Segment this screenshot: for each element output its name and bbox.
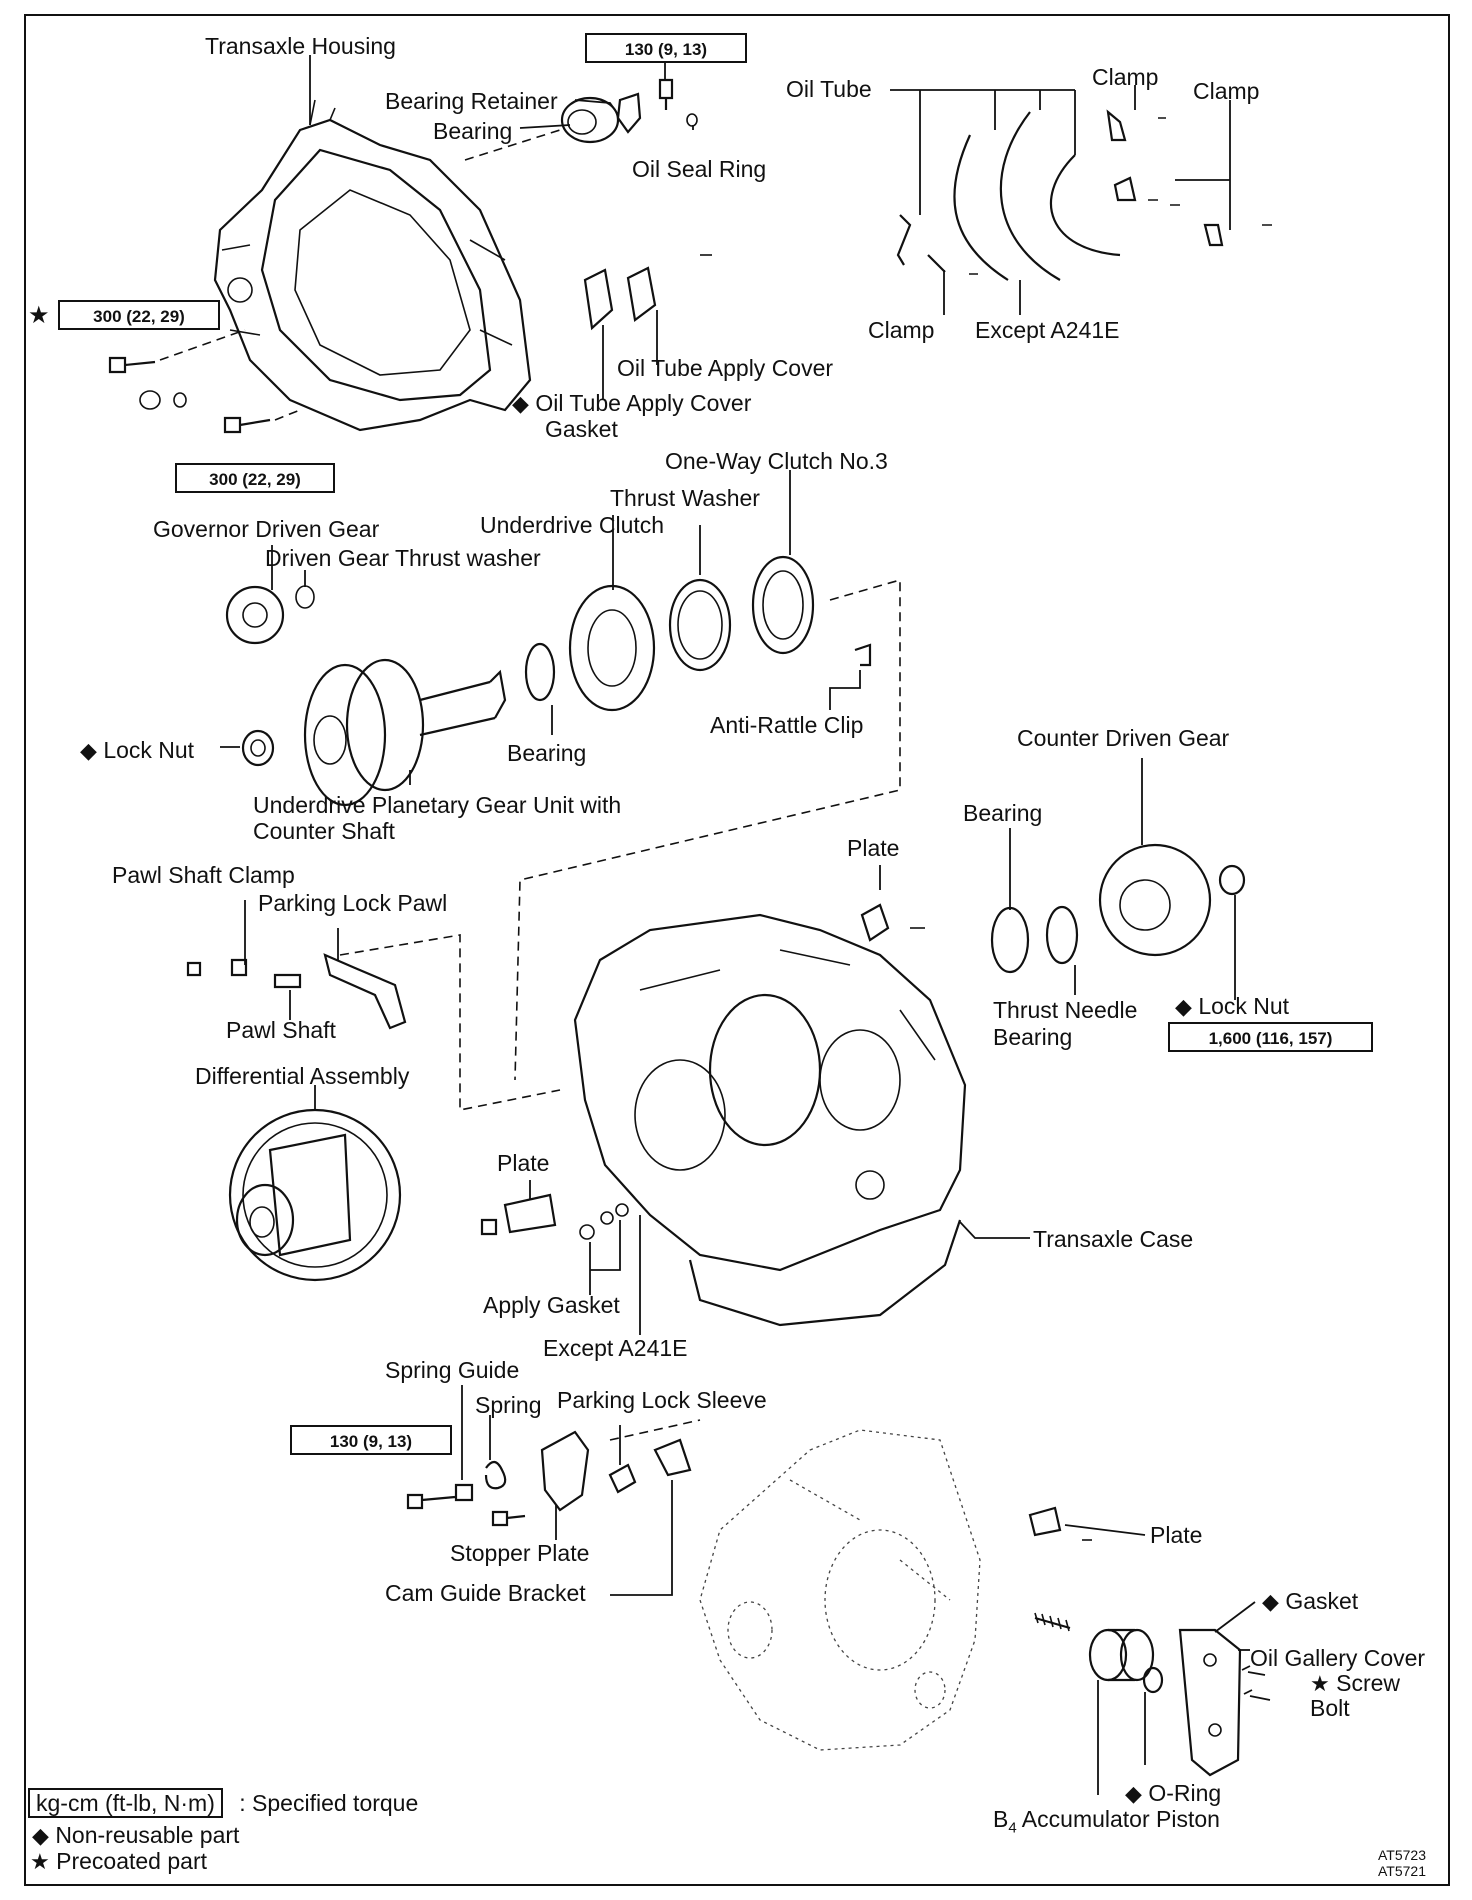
ghost-case-drawing <box>699 1429 981 1751</box>
transaxle-housing-drawing <box>213 99 532 432</box>
label-bolt: Bolt <box>1310 1695 1350 1721</box>
figure-code-2: AT5721 <box>1378 1863 1426 1879</box>
label-except-a241e-top: Except A241E <box>975 317 1120 343</box>
label-thrust-needle-line2: Bearing <box>993 1024 1073 1050</box>
label-clamp-1: Clamp <box>1092 64 1159 90</box>
label-except-a241e-mid: Except A241E <box>543 1335 688 1361</box>
b4-subscript: 4 <box>1008 1819 1017 1837</box>
torque-box-spring-guide: 130 (9, 13) <box>290 1425 452 1455</box>
apply-cover-gasket-text: Oil Tube Apply Cover <box>535 390 752 416</box>
legend-precoated-text: Precoated part <box>56 1848 207 1874</box>
legend-unit-desc: : Specified torque <box>239 1790 419 1816</box>
plate-mid-drawing <box>480 1193 629 1240</box>
label-clamp-3: Clamp <box>868 317 935 343</box>
label-one-way-clutch-no3: One-Way Clutch No.3 <box>665 448 888 474</box>
legend-torque-row: kg-cm (ft-lb, N·m) : Specified torque <box>28 1788 418 1818</box>
label-spring-guide: Spring Guide <box>385 1357 520 1383</box>
torque-box-top: 130 (9, 13) <box>585 33 747 63</box>
label-thrust-washer: Thrust Washer <box>610 485 760 511</box>
label-governor-driven-gear: Governor Driven Gear <box>153 516 380 542</box>
label-transaxle-housing: Transaxle Housing <box>205 33 396 59</box>
label-pawl-shaft-clamp: Pawl Shaft Clamp <box>112 862 295 888</box>
label-apply-cover-gasket-line1: ◆ Oil Tube Apply Cover <box>512 390 751 417</box>
figure-code-1: AT5723 <box>1378 1847 1426 1863</box>
label-apply-cover-gasket-line2: Gasket <box>545 416 618 442</box>
leader-lines <box>220 53 1271 1795</box>
label-oil-tube-apply-cover: Oil Tube Apply Cover <box>617 355 834 381</box>
label-gasket: ◆ Gasket <box>1262 1588 1358 1615</box>
diamond-icon: ◆ <box>1262 1589 1279 1614</box>
label-spring: Spring <box>475 1392 542 1418</box>
label-stopper-plate: Stopper Plate <box>450 1540 590 1566</box>
label-b4-accumulator-piston: B4 Accumulator Piston <box>993 1806 1220 1842</box>
diamond-icon: ◆ <box>1125 1781 1142 1806</box>
label-thrust-needle-line1: Thrust Needle <box>993 997 1138 1023</box>
diamond-icon: ◆ <box>512 391 529 416</box>
screw-text: Screw <box>1336 1670 1401 1696</box>
diamond-icon: ◆ <box>32 1823 49 1848</box>
label-plate-bottom: Plate <box>1150 1522 1203 1548</box>
label-screw: ★ Screw <box>1310 1670 1400 1697</box>
label-underdrive-planetary-line2: Counter Shaft <box>253 818 395 844</box>
clutch-stack-drawing <box>514 555 901 1081</box>
label-plate-mid: Plate <box>497 1150 550 1176</box>
torque-box-housing-left: 300 (22, 29) <box>58 300 220 330</box>
parking-pawl-drawing <box>186 934 561 1111</box>
star-icon: ★ <box>30 1849 50 1874</box>
lock-nut-left-text: Lock Nut <box>103 737 195 763</box>
star-icon: ★ <box>1310 1671 1330 1696</box>
b4-prefix: B <box>993 1806 1009 1832</box>
label-transaxle-case: Transaxle Case <box>1033 1226 1194 1252</box>
bearing-top-drawing <box>464 78 698 161</box>
accumulator-drawing <box>1028 1506 1242 1777</box>
legend-unit-box: kg-cm (ft-lb, N·m) <box>28 1788 223 1818</box>
diagram-frame <box>24 14 1450 1886</box>
diamond-icon: ◆ <box>80 738 97 763</box>
apply-cover-drawing <box>583 254 712 331</box>
label-clamp-2: Clamp <box>1193 78 1260 104</box>
label-parking-lock-pawl: Parking Lock Pawl <box>258 890 448 916</box>
legend-non-reusable-text: Non-reusable part <box>55 1822 240 1848</box>
diamond-icon: ◆ <box>1175 994 1192 1019</box>
label-lock-nut-left: ◆ Lock Nut <box>80 737 194 764</box>
torque-box-lock-nut: 1,600 (116, 157) <box>1168 1022 1373 1052</box>
label-bearing-right: Bearing <box>963 800 1043 826</box>
label-driven-gear-thrust-washer: Driven Gear Thrust washer <box>265 545 541 571</box>
label-bearing-mid: Bearing <box>507 740 587 766</box>
torque-box-housing-bottom: 300 (22, 29) <box>175 463 335 493</box>
label-counter-driven-gear: Counter Driven Gear <box>1017 725 1230 751</box>
legend-precoated-row: ★ Precoated part <box>30 1848 207 1875</box>
label-cam-guide-bracket: Cam Guide Bracket <box>385 1580 586 1606</box>
label-bearing-retainer: Bearing Retainer <box>385 88 558 114</box>
label-underdrive-clutch: Underdrive Clutch <box>480 512 665 538</box>
housing-bolts-drawing <box>108 329 301 434</box>
label-differential-assembly: Differential Assembly <box>195 1063 410 1089</box>
transaxle-case-drawing <box>573 913 967 1327</box>
lock-nut-right-text: Lock Nut <box>1198 993 1290 1019</box>
star-icon: ★ <box>28 302 50 329</box>
spring-guide-drawing <box>406 1419 701 1527</box>
label-oil-seal-ring: Oil Seal Ring <box>632 156 767 182</box>
legend-non-reusable-row: ◆ Non-reusable part <box>32 1822 239 1849</box>
label-oil-tube: Oil Tube <box>786 76 872 102</box>
label-oil-gallery-cover: Oil Gallery Cover <box>1250 1645 1426 1671</box>
label-plate-top: Plate <box>847 835 900 861</box>
label-parking-lock-sleeve: Parking Lock Sleeve <box>557 1387 767 1413</box>
label-pawl-shaft: Pawl Shaft <box>226 1017 336 1043</box>
label-lock-nut-right: ◆ Lock Nut <box>1175 993 1289 1020</box>
b4-suffix: Accumulator Piston <box>1016 1806 1220 1832</box>
counter-driven-gear-drawing <box>860 843 1246 974</box>
governor-gear-drawing <box>225 585 315 645</box>
gasket-text: Gasket <box>1285 1588 1359 1614</box>
label-bearing-top: Bearing <box>433 118 513 144</box>
label-underdrive-planetary-line1: Underdrive Planetary Gear Unit with <box>253 792 622 818</box>
label-apply-gasket: Apply Gasket <box>483 1292 620 1318</box>
label-anti-rattle-clip: Anti-Rattle Clip <box>710 712 864 738</box>
o-ring-text: O-Ring <box>1148 1780 1222 1806</box>
oil-tube-drawing <box>896 109 1272 281</box>
underdrive-planetary-drawing <box>241 658 507 807</box>
label-o-ring: ◆ O-Ring <box>1125 1780 1221 1807</box>
differential-drawing <box>228 1108 402 1282</box>
